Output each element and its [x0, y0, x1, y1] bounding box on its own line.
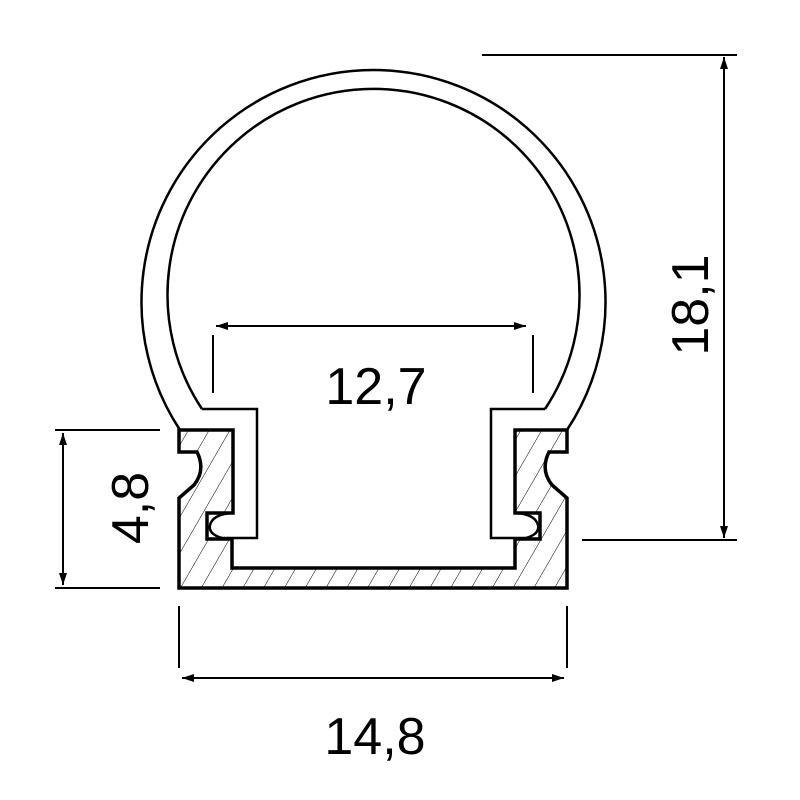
profile-height-label: 4,8 [102, 472, 160, 544]
dimension-total-height [482, 54, 737, 541]
profile-width-label: 14,8 [324, 708, 425, 766]
dimension-inner-width [212, 322, 534, 393]
total-height-label: 18,1 [662, 254, 720, 355]
diffuser [140, 68, 607, 540]
aluminium-profile [177, 428, 569, 590]
dimension-profile-height [55, 429, 160, 589]
dimension-profile-width [178, 606, 568, 682]
inner-width-label: 12,7 [325, 358, 426, 416]
